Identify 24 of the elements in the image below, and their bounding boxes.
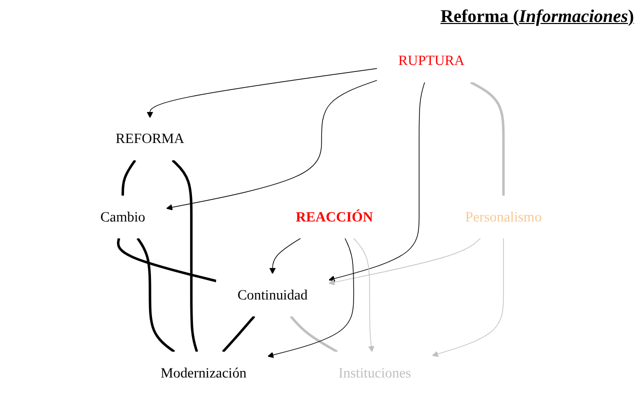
node-text: Personalismo <box>465 209 542 225</box>
arrow <box>353 238 374 352</box>
arrow <box>269 238 301 274</box>
node-text: Modernización <box>160 365 247 381</box>
connector <box>290 316 338 353</box>
connector <box>470 81 505 196</box>
arrow <box>268 238 354 358</box>
connector <box>136 238 176 353</box>
node-text: Cambio <box>100 209 146 225</box>
title: Reforma (Informaciones) <box>440 6 634 27</box>
connector <box>116 238 216 282</box>
node-text: REACCIÓN <box>296 209 374 225</box>
arrow <box>166 80 378 210</box>
node-text: Instituciones <box>338 365 412 381</box>
node-text: REFORMA <box>116 131 184 147</box>
arrow <box>146 68 378 118</box>
connector <box>222 316 256 353</box>
connector <box>122 160 136 196</box>
arrow <box>432 238 504 357</box>
node-text: Continuidad <box>237 287 308 303</box>
arrow <box>328 82 426 282</box>
arrow <box>328 238 481 286</box>
node-text: RUPTURA <box>398 53 464 69</box>
connector <box>172 159 198 352</box>
